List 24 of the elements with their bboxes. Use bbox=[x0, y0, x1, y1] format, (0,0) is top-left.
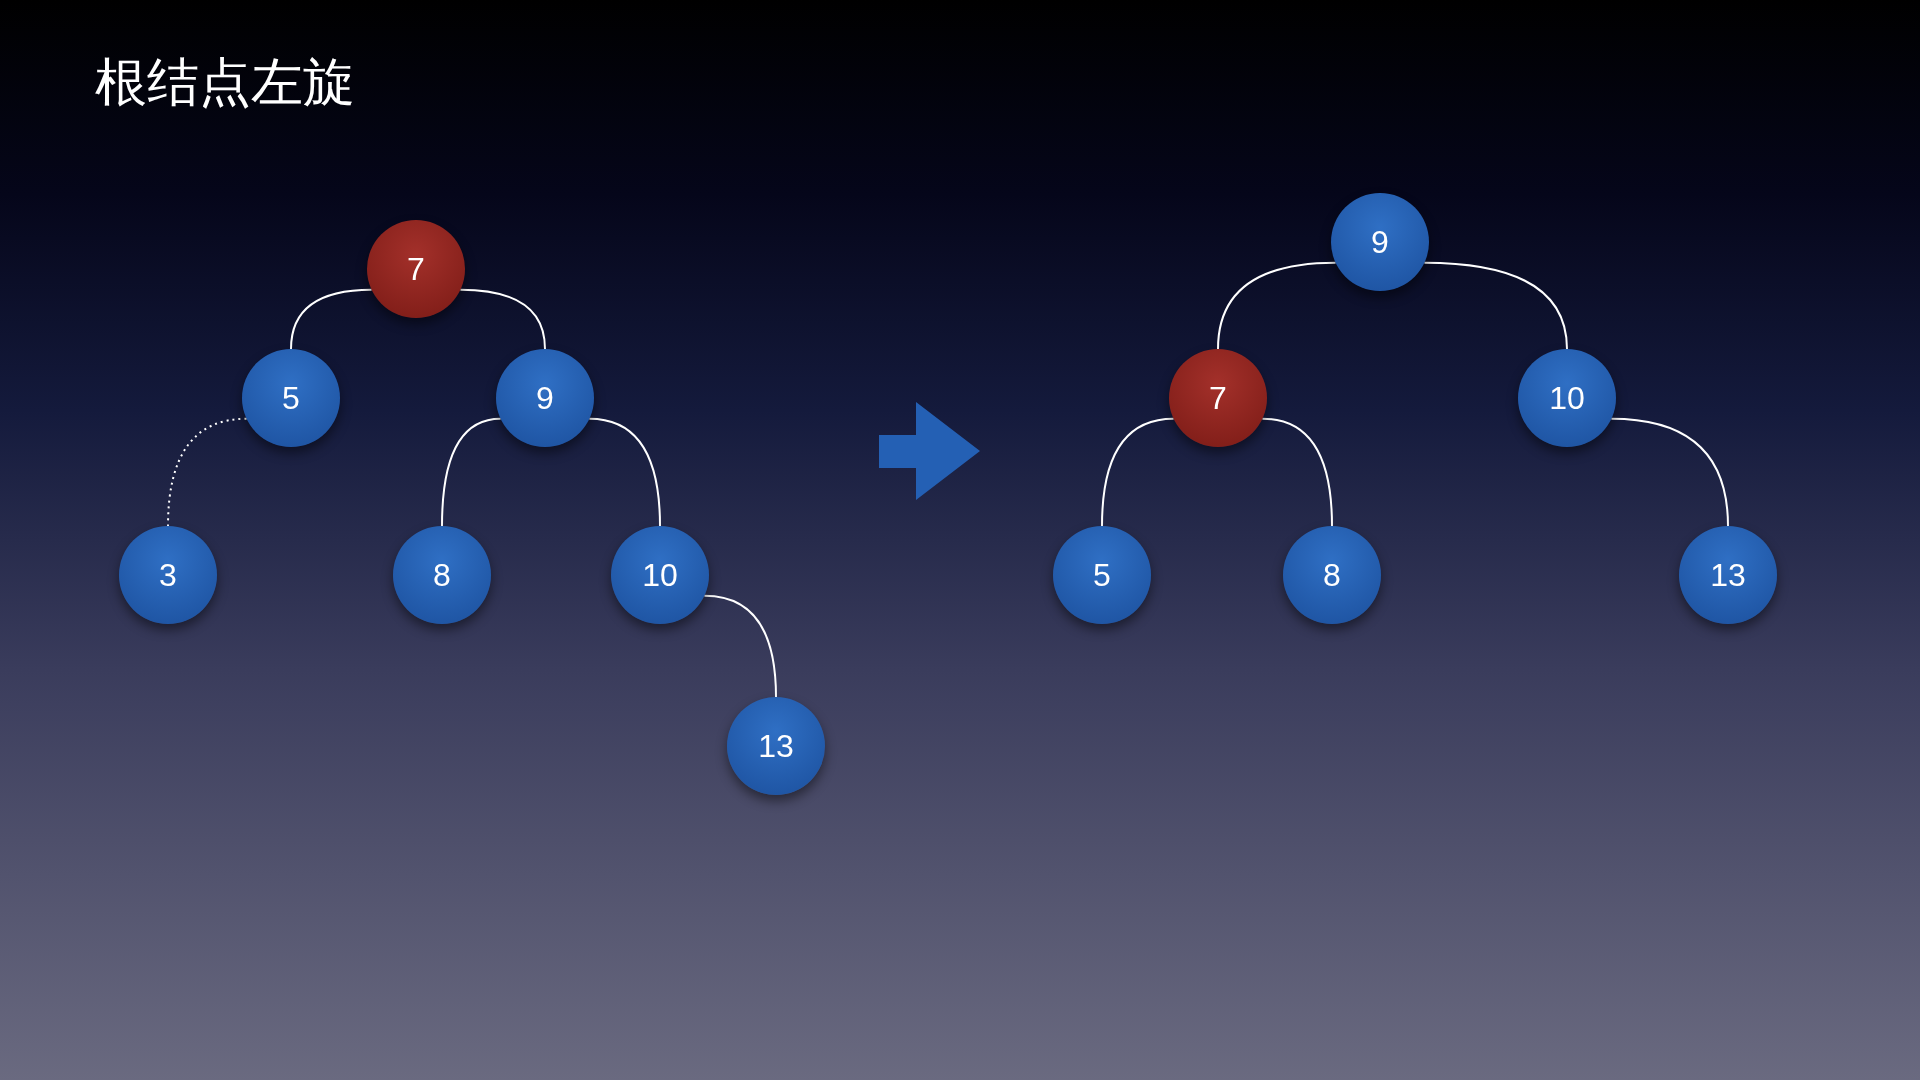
node-value: 5 bbox=[1093, 556, 1111, 595]
tree-edge bbox=[1101, 417, 1175, 527]
dotted-tree-edge bbox=[167, 417, 248, 527]
node-value: 13 bbox=[1710, 556, 1746, 595]
node-value: 9 bbox=[1371, 223, 1389, 262]
node-value: 8 bbox=[1323, 556, 1341, 595]
tree-edge bbox=[1261, 417, 1333, 527]
node-value: 10 bbox=[642, 556, 678, 595]
node-value: 5 bbox=[282, 379, 300, 418]
node-value: 7 bbox=[1209, 379, 1227, 418]
tree-edge bbox=[459, 288, 546, 350]
node-value: 8 bbox=[433, 556, 451, 595]
tree-edge bbox=[1217, 261, 1337, 350]
tree-edge bbox=[441, 417, 502, 527]
node-value: 9 bbox=[536, 379, 554, 418]
node-value: 7 bbox=[407, 250, 425, 289]
tree-edge bbox=[588, 417, 661, 527]
tree-edge bbox=[703, 594, 777, 698]
slide-title: 根结点左旋 bbox=[95, 51, 355, 114]
tree-edge bbox=[1423, 261, 1568, 350]
node-value: 10 bbox=[1549, 379, 1585, 418]
node-value: 13 bbox=[758, 727, 794, 766]
tree-edge bbox=[290, 288, 373, 350]
node-value: 3 bbox=[159, 556, 177, 595]
